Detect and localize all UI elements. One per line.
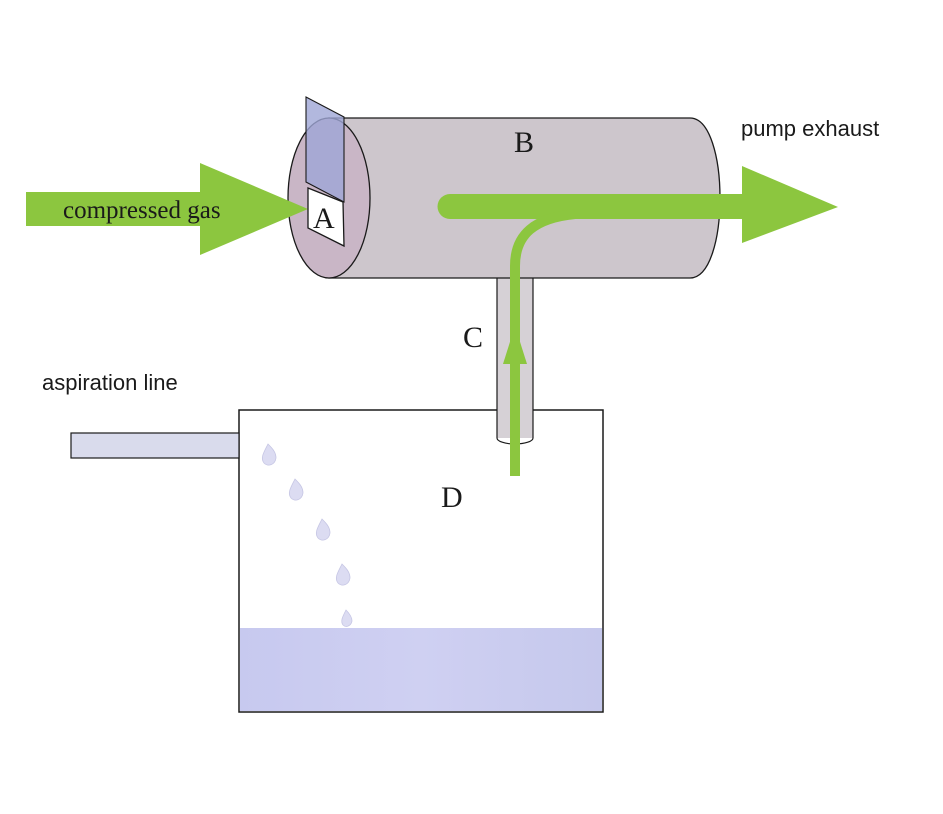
collected-fluid (240, 628, 602, 711)
droplet (315, 518, 331, 541)
droplet (341, 609, 353, 627)
label-aspiration-line: aspiration line (42, 370, 178, 395)
nozzle-cover (305, 96, 345, 203)
label-c: C (463, 321, 483, 354)
label-d: D (441, 481, 463, 514)
label-compressed-gas: compressed gas (63, 197, 221, 224)
label-a: A (313, 202, 335, 235)
droplet (335, 563, 351, 586)
droplet (288, 478, 304, 501)
entrained-flow-curve (510, 209, 576, 360)
compressed-gas-arrow (26, 163, 308, 255)
aspiration-line-tube (70, 432, 240, 459)
nozzle-box (307, 187, 345, 248)
label-b: B (514, 126, 534, 159)
reservoir-d (238, 409, 604, 713)
exhaust-flow-arrow (437, 166, 838, 243)
label-pump-exhaust: pump exhaust (741, 116, 879, 141)
droplet (261, 443, 277, 466)
jet-nozzle-a (305, 96, 345, 248)
fluid-droplets (261, 443, 353, 627)
